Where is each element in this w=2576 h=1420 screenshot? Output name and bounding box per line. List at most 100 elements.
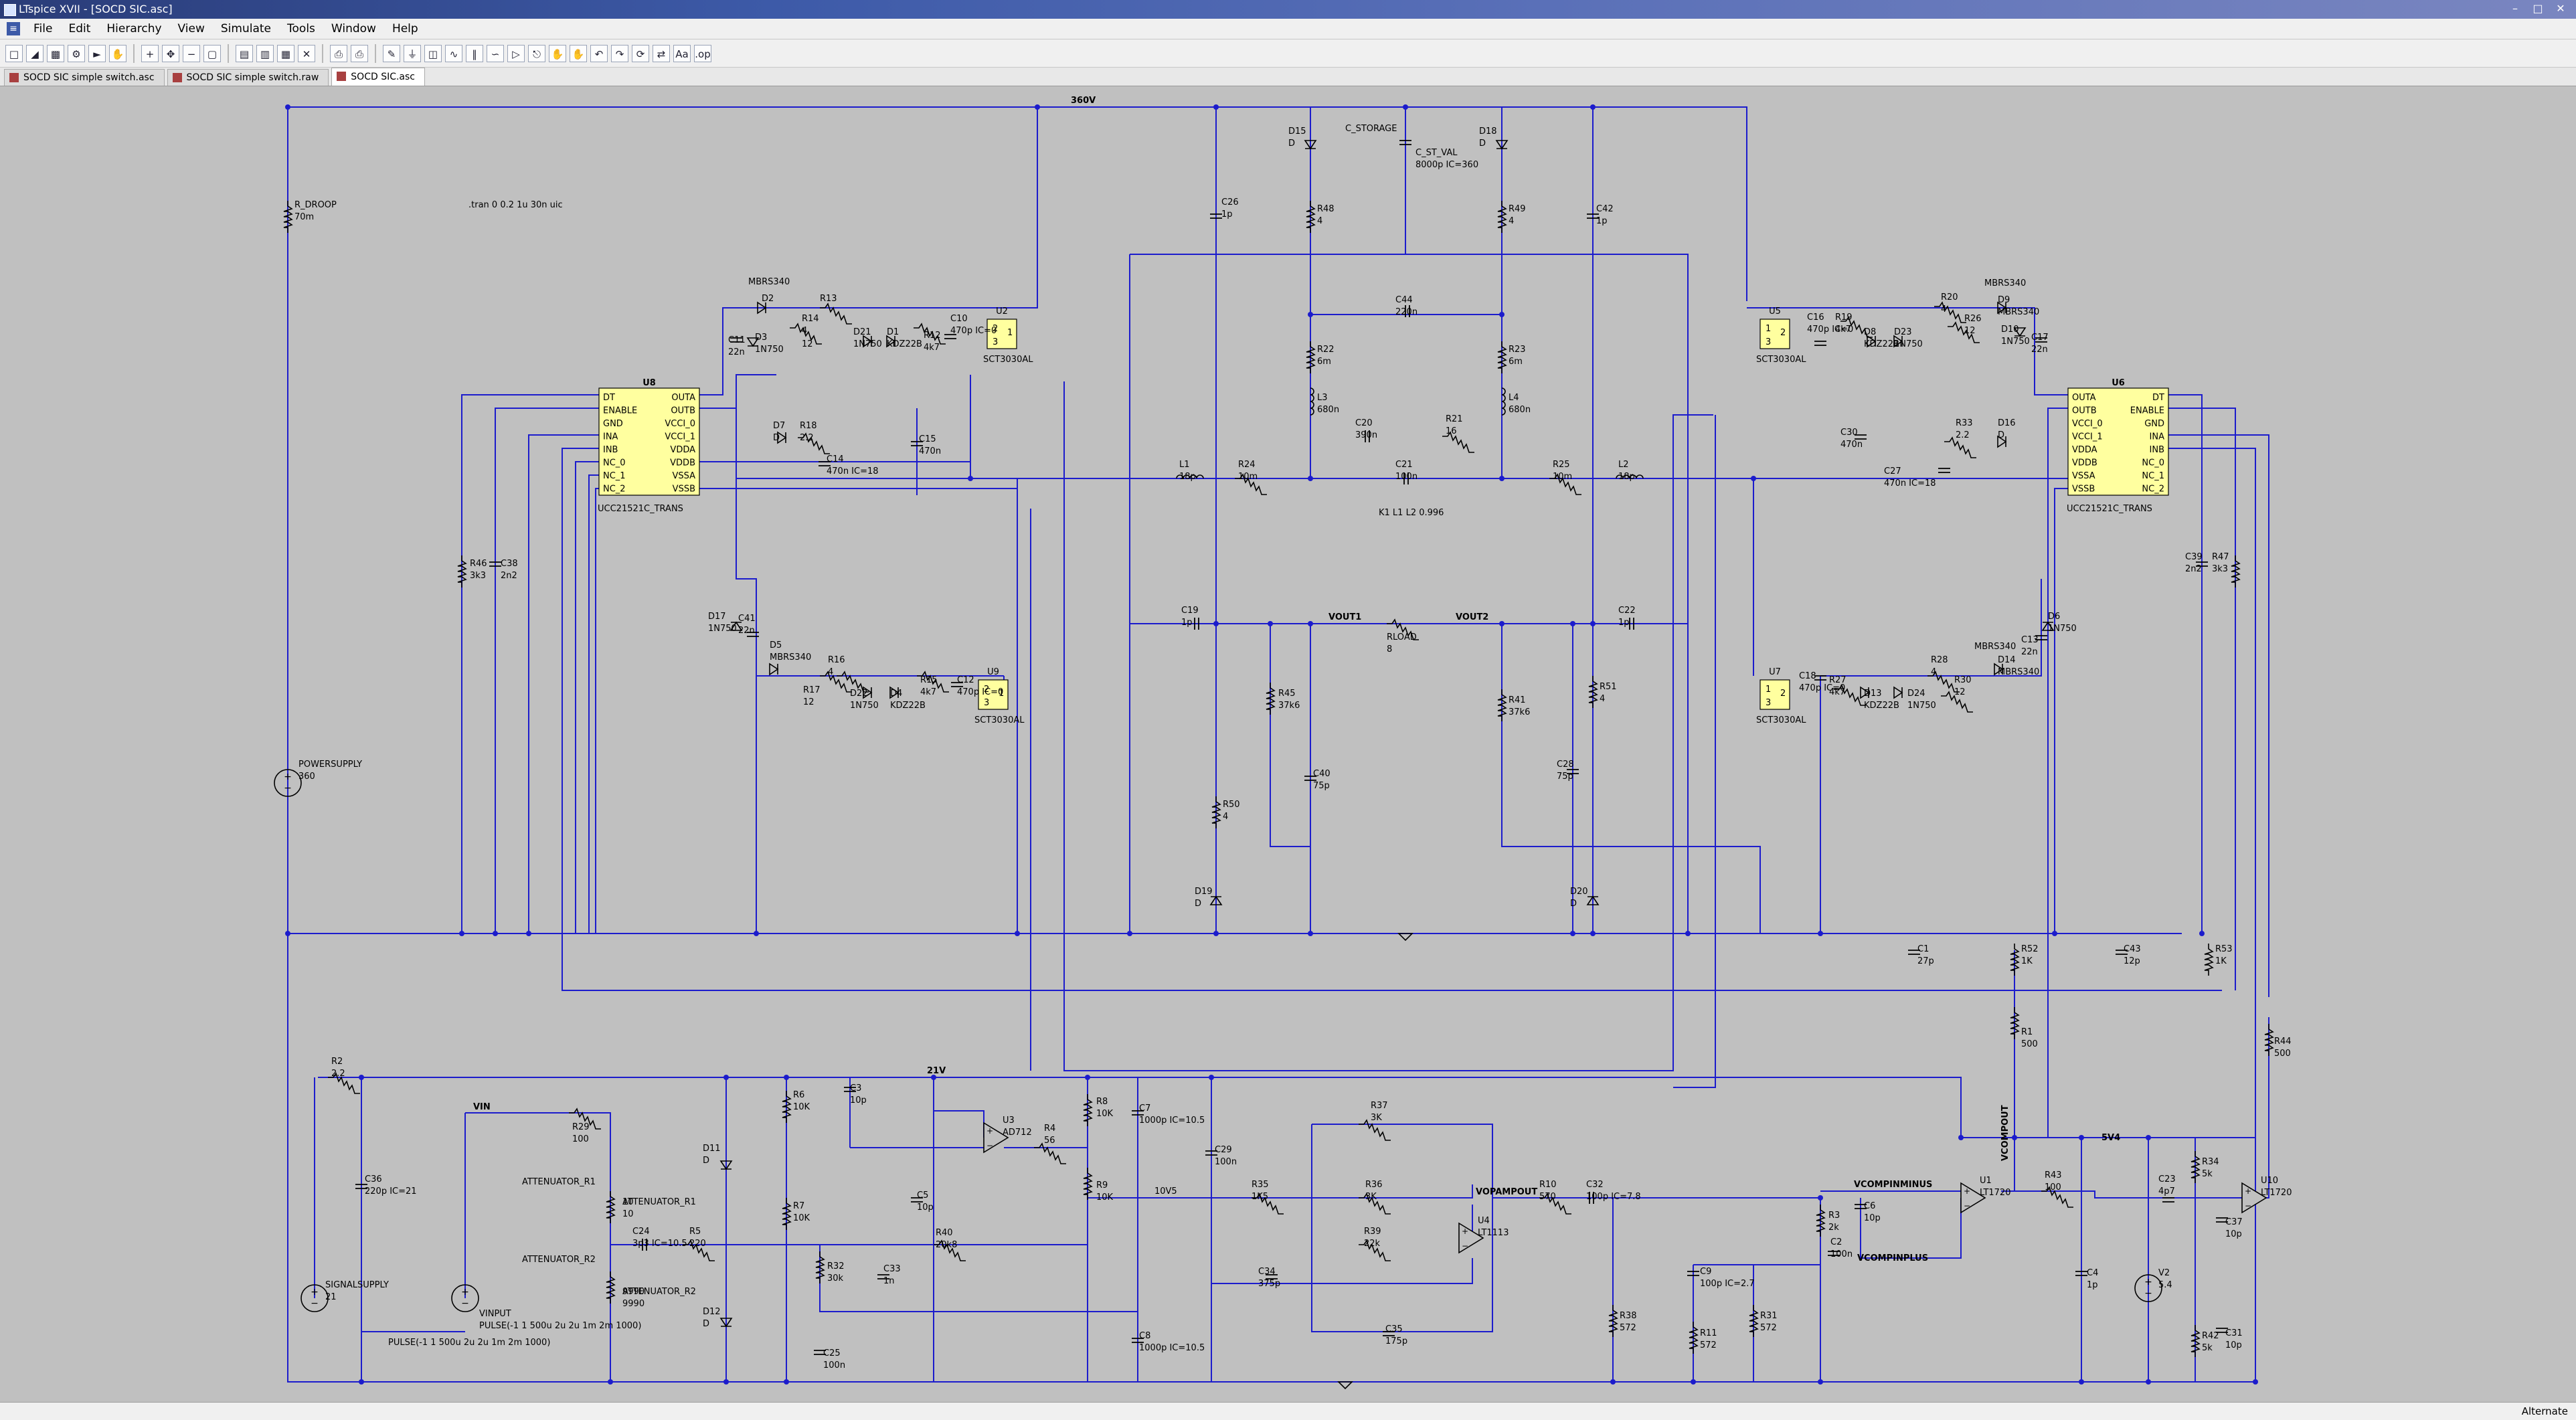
tile-horizontal-icon[interactable]: ▤ (236, 44, 253, 62)
status-bar: Alternate (0, 1402, 2576, 1420)
r5-ref: R5 (689, 1227, 701, 1237)
diode-d10 (2013, 327, 2027, 337)
menu-simulate[interactable]: Simulate (220, 22, 272, 35)
resistor-r2 (328, 1072, 360, 1094)
resistor-icon[interactable]: ∿ (445, 44, 462, 62)
minimize-icon[interactable]: – (2512, 2, 2518, 15)
d24-ref: D24 (1907, 689, 1925, 699)
cascade-icon[interactable]: ▦ (277, 44, 294, 62)
signalsupply-value: 21 (325, 1292, 337, 1302)
source-plus: + (284, 772, 292, 782)
mbrs340-label-right: MBRS340 (1984, 278, 2026, 288)
mirror-icon[interactable]: ⇄ (653, 44, 670, 62)
tile-vertical-icon[interactable]: ▥ (256, 44, 274, 62)
move-icon[interactable]: ✋ (549, 44, 566, 62)
c19-ref: C19 (1181, 606, 1199, 616)
junction-dot (1213, 104, 1219, 110)
draw-wire-icon[interactable]: ✎ (383, 44, 400, 62)
c37-ref: C37 (2225, 1217, 2243, 1227)
menu-file[interactable]: File (33, 22, 53, 35)
junction-dot (1610, 1379, 1616, 1385)
junction-dot (608, 1379, 613, 1385)
pan-icon[interactable]: ✥ (162, 44, 179, 62)
close-icon[interactable]: ✕ (2556, 2, 2565, 15)
zoom-out-icon[interactable]: − (183, 44, 200, 62)
capacitor-c14 (819, 461, 831, 466)
net-label-vin: VIN (473, 1102, 491, 1112)
d6-value: 1N750 (2048, 624, 2077, 634)
r33-ref: R33 (1956, 418, 1973, 428)
r28-value: 4 (1931, 667, 1936, 677)
menu-tools[interactable]: Tools (287, 22, 315, 35)
c4-value: 1p (2087, 1280, 2098, 1290)
tab-socd-sic[interactable]: SOCD SIC.asc (331, 68, 426, 86)
c10-ref: C10 (950, 314, 968, 324)
component-icon[interactable]: ⎋ (528, 44, 545, 62)
r43-value: 100 (2045, 1182, 2061, 1192)
c23-ref: C23 (2158, 1174, 2176, 1184)
r38-value: 572 (1620, 1323, 1636, 1333)
zoom-fit-icon[interactable]: ▢ (203, 44, 221, 62)
wire (934, 1110, 984, 1138)
source-minus: − (311, 1298, 319, 1309)
c28-ref: C28 (1557, 760, 1574, 770)
driver-pin-left: NC_0 (603, 458, 626, 468)
capacitor-c24 (642, 1239, 647, 1251)
close-window-icon[interactable]: ✕ (298, 44, 315, 62)
r1-value: 500 (2021, 1039, 2038, 1049)
junction-dot (2079, 1135, 2084, 1140)
capacitor-c16 (1814, 341, 1826, 346)
mosfet-pin: 3 (1766, 337, 1771, 347)
ground-icon[interactable]: ⏚ (404, 44, 421, 62)
d12-ref: D12 (703, 1307, 721, 1317)
resistor-r37 (1359, 1119, 1391, 1141)
mosfet-pin: 3 (993, 337, 998, 347)
menu-view[interactable]: View (177, 22, 205, 35)
junction-dot (1308, 621, 1313, 626)
tab-simple-switch-asc[interactable]: SOCD SIC simple switch.asc (4, 69, 165, 86)
save-icon[interactable]: ▩ (47, 44, 64, 62)
resistor-r50 (1211, 796, 1221, 828)
rotate-icon[interactable]: ⟳ (632, 44, 649, 62)
open-icon[interactable]: ◢ (26, 44, 44, 62)
text-icon[interactable]: Aa (673, 44, 691, 62)
menu-window[interactable]: Window (331, 22, 376, 35)
resistor-r30 (1941, 691, 1973, 713)
halt-icon[interactable]: ✋ (109, 44, 126, 62)
redo-icon[interactable]: ↷ (611, 44, 628, 62)
resistor-r18 (798, 432, 830, 454)
capacitor-c29 (1205, 1150, 1217, 1156)
resistor-r1 (2010, 1007, 2020, 1039)
zoom-in-icon[interactable]: + (141, 44, 159, 62)
junction-dot (1499, 621, 1505, 626)
source-minus: − (2144, 1288, 2152, 1299)
print-icon[interactable]: ⎙ (330, 44, 347, 62)
run-icon[interactable]: ► (88, 44, 106, 62)
maximize-icon[interactable]: □ (2532, 2, 2543, 15)
r30-ref: R30 (1954, 675, 1972, 685)
undo-icon[interactable]: ↶ (590, 44, 608, 62)
spice-directive-icon[interactable]: .op (694, 44, 711, 62)
menu-hierarchy[interactable]: Hierarchy (106, 22, 162, 35)
document-icon[interactable]: ≡ (7, 22, 20, 35)
menu-edit[interactable]: Edit (68, 22, 91, 35)
inductor-icon[interactable]: ∽ (487, 44, 504, 62)
r31-value: 572 (1760, 1323, 1777, 1333)
capacitor-icon[interactable]: ‖ (466, 44, 483, 62)
print-preview-icon[interactable]: ⎙ (351, 44, 368, 62)
mosfet-ref: U9 (987, 667, 999, 677)
label-net-icon[interactable]: ◫ (424, 44, 442, 62)
mosfet-model: SCT3030AL (983, 355, 1033, 365)
control-panel-icon[interactable]: ⚙ (68, 44, 85, 62)
diode-icon[interactable]: ▷ (507, 44, 525, 62)
tab-simple-switch-raw[interactable]: SOCD SIC simple switch.raw (167, 69, 329, 86)
drag-icon[interactable]: ✋ (570, 44, 587, 62)
r2-ref: R2 (331, 1057, 343, 1067)
driver-pin-right: NC_2 (2142, 484, 2164, 495)
new-schematic-icon[interactable]: □ (5, 44, 23, 62)
resistor-r43 (2041, 1186, 2073, 1208)
menu-help[interactable]: Help (392, 22, 418, 35)
capacitor-c42 (1587, 213, 1599, 219)
